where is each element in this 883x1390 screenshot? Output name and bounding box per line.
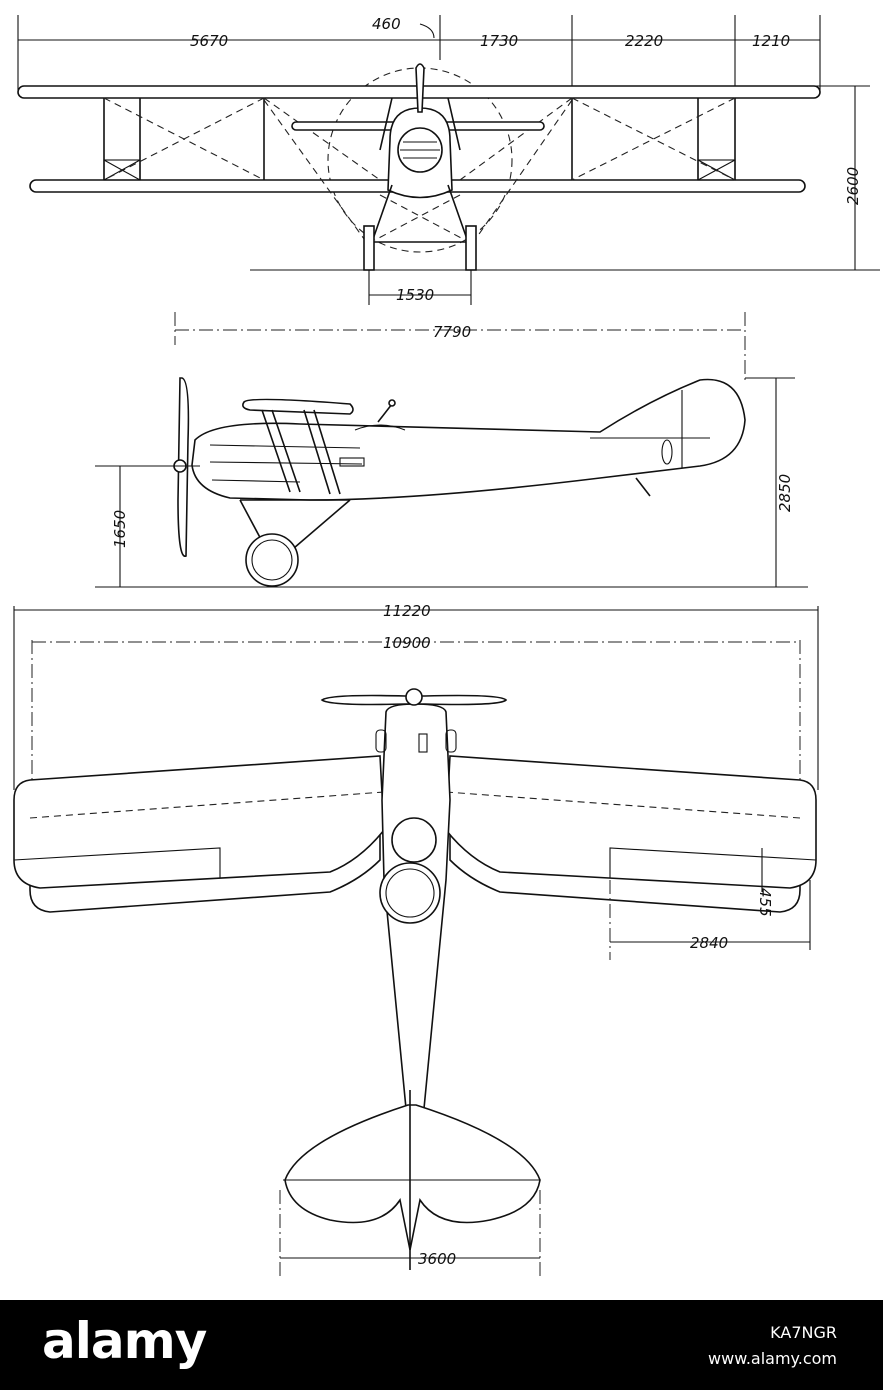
side-view: 7790 1650 bbox=[95, 312, 808, 588]
site-url: www.alamy.com bbox=[708, 1349, 837, 1368]
dim-lower-span: 10900 bbox=[383, 634, 431, 652]
front-view: 5670 460 1730 2220 1210 bbox=[17, 15, 880, 305]
dim-bay: 2220 bbox=[625, 32, 663, 50]
dim-tail-span: 3600 bbox=[418, 1250, 456, 1268]
dim-length: 7790 bbox=[433, 323, 471, 341]
top-view: 11220 10900 455 bbox=[13, 602, 819, 1280]
dim-tip: 1210 bbox=[752, 32, 790, 50]
dim-upper-span: 11220 bbox=[383, 602, 431, 620]
dim-height: 2600 bbox=[844, 167, 862, 205]
dim-track: 1530 bbox=[396, 286, 434, 304]
watermark-footer: alamy KA7NGR www.alamy.com bbox=[0, 1300, 883, 1390]
dim-gap-center: 1730 bbox=[480, 32, 518, 50]
dim-thrust-line: 1650 bbox=[111, 510, 129, 548]
dim-span-left: 5670 bbox=[190, 32, 228, 50]
dim-aileron-span: 2840 bbox=[690, 934, 728, 952]
dim-aileron-chord: 455 bbox=[756, 888, 774, 917]
dim-side-height: 2850 bbox=[776, 474, 794, 512]
aircraft-three-view-drawing: 5670 460 1730 2220 1210 bbox=[13, 15, 880, 1280]
image-id: KA7NGR bbox=[770, 1323, 837, 1342]
alamy-logo: alamy bbox=[42, 1312, 207, 1370]
dim-stagger: 460 bbox=[372, 15, 401, 33]
stock-info: KA7NGR www.alamy.com bbox=[708, 1320, 837, 1372]
